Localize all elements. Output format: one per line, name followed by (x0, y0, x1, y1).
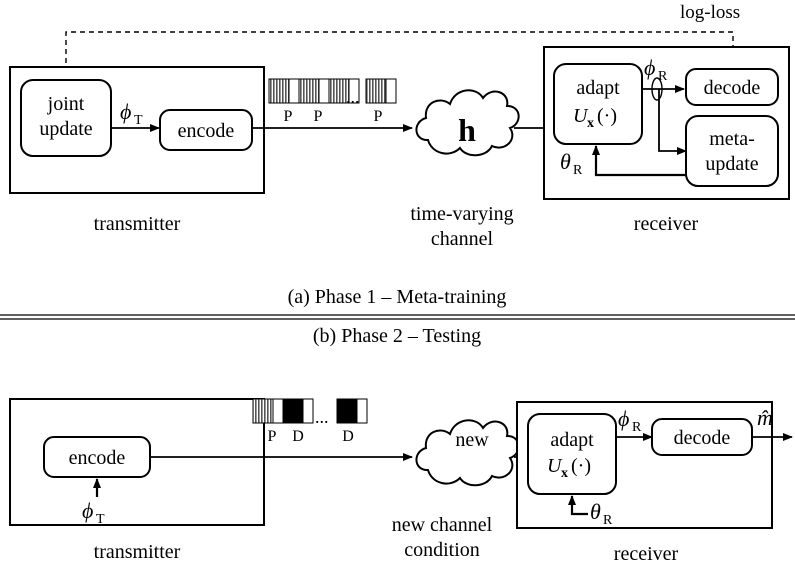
meta-update-label-1: meta- (709, 128, 755, 150)
adapt-fn-u-b: U (547, 455, 563, 477)
phi-r-symbol: ϕ (644, 55, 655, 80)
pilot-packet-1-gap (288, 78, 300, 104)
packet-label-2: P (314, 108, 323, 125)
channel-caption-1: time-varying (410, 203, 513, 225)
joint-update-block (20, 79, 112, 157)
theta-r-input-arrow (568, 495, 588, 516)
packet-label-1: P (284, 108, 293, 125)
data-packets: ... P D D (252, 398, 368, 445)
theta-r-subscript: R (573, 163, 583, 178)
panel-a: log-loss joint update ϕ T encode transmi… (9, 2, 790, 308)
receiver-caption: receiver (634, 213, 699, 235)
phi-t-symbol: ϕ (120, 99, 131, 124)
pilot-packet-2-pilot (298, 78, 320, 104)
pilot-gap-b (272, 398, 284, 424)
decode-label-b: decode (674, 427, 731, 449)
output-m-hat: m̂ (757, 405, 773, 430)
adapt-fn-subscript: x (587, 116, 594, 131)
panel-b: (b) Phase 2 – Testing encode ϕ T transmi… (9, 325, 793, 565)
joint-update-label-2: update (39, 118, 92, 140)
new-channel-caption-2: condition (404, 539, 480, 561)
pilot-packet-1-pilot (268, 78, 290, 104)
phi-t-symbol-b: ϕ (82, 498, 93, 523)
packet-label-b3: D (342, 428, 354, 445)
new-channel-label: new (455, 429, 489, 451)
pilot-packet-3-gap (348, 78, 360, 104)
packet-ellipsis: ... (346, 87, 360, 107)
phi-t-subscript-b: T (96, 512, 105, 527)
data-packet-1 (282, 398, 304, 424)
adapt-block (553, 63, 643, 145)
phi-r-symbol-b: ϕ (618, 406, 629, 431)
receiver-caption-b: receiver (614, 543, 679, 565)
caption-phase-1: (a) Phase 1 – Meta-training (288, 286, 507, 308)
new-channel-caption-1: new channel (392, 514, 493, 536)
packet-label-b1: P (268, 428, 277, 445)
packet-label-b2: D (292, 428, 304, 445)
log-loss-label: log-loss (680, 2, 740, 23)
encode-label: encode (178, 120, 235, 142)
packet-ellipsis-b: ... (315, 407, 329, 427)
decode-label: decode (704, 77, 761, 99)
encode-block (159, 109, 253, 151)
channel-symbol-h: h (458, 112, 476, 148)
adapt-fn-subscript-b: x (561, 466, 568, 481)
adapt-fn-arg-b: (·) (571, 455, 591, 477)
meta-update-block (685, 115, 779, 187)
joint-update-label-1: joint (47, 93, 85, 115)
adapt-fn-arg: (·) (597, 105, 617, 127)
channel-cloud (415, 89, 520, 157)
pilot-packet-4-pilot (365, 78, 387, 104)
pilot-packets: ... P P P (268, 78, 397, 125)
phi-t-subscript: T (134, 113, 143, 128)
theta-r-symbol-b: θ (590, 499, 601, 524)
adapt-fn-u: U (573, 105, 589, 127)
meta-update-label-2: update (705, 153, 758, 175)
pilot-packet-2-gap (318, 78, 330, 104)
data-gap-2 (356, 398, 368, 424)
theta-r-subscript-b: R (603, 513, 613, 528)
adapt-label: adapt (576, 77, 620, 99)
data-packet-2 (336, 398, 358, 424)
adapt-label-b: adapt (550, 429, 594, 451)
adapt-block-b (527, 413, 617, 495)
encode-label-b: encode (69, 447, 126, 469)
phi-r-loop-icon (651, 77, 663, 101)
theta-r-feedback-arrow (592, 145, 686, 177)
decode-block (685, 68, 779, 106)
phi-r-subscript-b: R (632, 420, 642, 435)
transmitter-caption: transmitter (94, 213, 181, 235)
channel-caption-2: channel (431, 228, 494, 250)
pilot-packet-4-gap (385, 78, 397, 104)
caption-phase-2: (b) Phase 2 – Testing (313, 325, 481, 347)
pilot-packet-b (252, 398, 274, 424)
data-gap-1 (302, 398, 314, 424)
packet-label-3: P (374, 108, 383, 125)
phi-r-to-meta-arrow (658, 89, 687, 155)
theta-r-symbol: θ (560, 149, 571, 174)
new-channel-cloud (415, 419, 520, 487)
phi-r-subscript: R (658, 69, 668, 84)
transmitter-caption-b: transmitter (94, 541, 181, 563)
